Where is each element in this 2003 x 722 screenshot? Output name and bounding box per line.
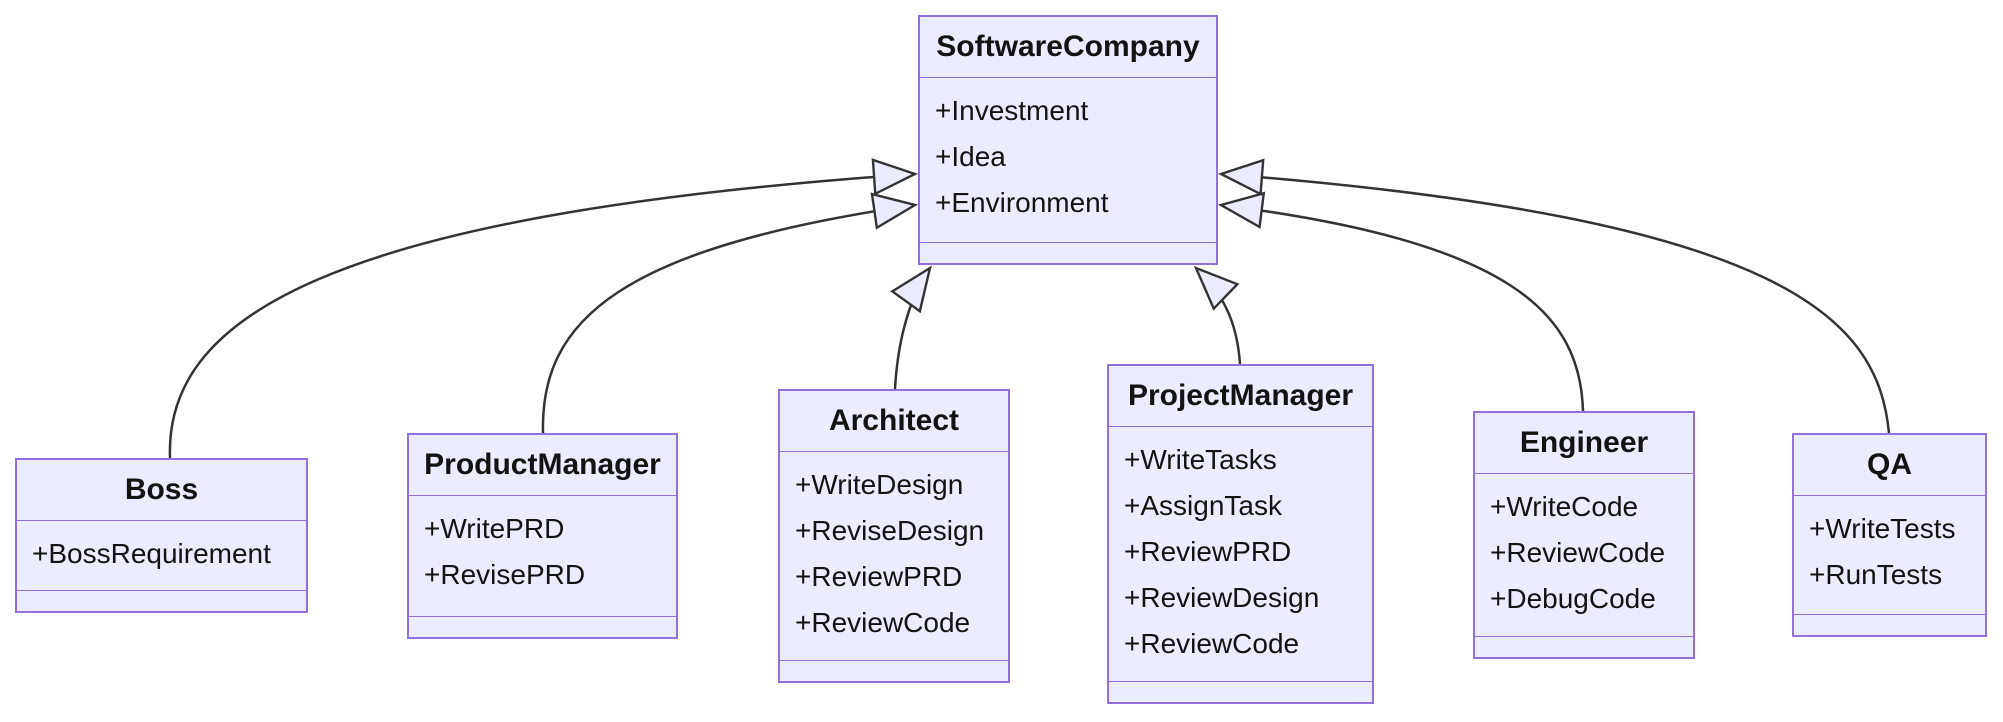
- class-members: +WriteDesign +ReviseDesign +ReviewPRD +Revi…: [780, 452, 1008, 661]
- class-member: +Investment: [935, 95, 1089, 126]
- class-member: +ReviewCode: [795, 607, 971, 638]
- class-member: +DebugCode: [1490, 583, 1656, 614]
- edge-qa-to-softwarecompany: [1221, 174, 1891, 434]
- class-member: +RunTests: [1809, 559, 1943, 590]
- class-box-softwarecompany: SoftwareCompany +Investment +Idea +Environ…: [918, 15, 1218, 265]
- class-box-projectmanager: ProjectManager +WriteTasks +AssignTask +Re…: [1107, 364, 1374, 704]
- class-members: +WriteCode +ReviewCode +DebugCode: [1475, 474, 1693, 637]
- class-box-productmanager: ProductManager +WritePRD +RevisePRD: [407, 433, 678, 639]
- class-member: +WriteCode: [1490, 491, 1639, 522]
- class-box-qa: QA +WriteTests +RunTests: [1792, 433, 1987, 637]
- class-members: +WritePRD +RevisePRD: [409, 496, 676, 617]
- class-member: +Environment: [935, 187, 1109, 218]
- class-title: ProjectManager: [1109, 366, 1372, 427]
- class-title: Engineer: [1475, 413, 1693, 474]
- class-member: +RevisePRD: [424, 559, 586, 590]
- class-member: +ReviewCode: [1490, 537, 1666, 568]
- class-member: +ReviewDesign: [1124, 582, 1320, 613]
- class-member: +WriteDesign: [795, 469, 964, 500]
- class-box-boss: Boss +BossRequirement: [15, 458, 308, 613]
- edge-projectmanager-to-softwarecompany: [1196, 268, 1242, 365]
- class-members: +WriteTasks +AssignTask +ReviewPRD +ReviewD…: [1109, 427, 1372, 682]
- edge-architect-to-softwarecompany: [895, 268, 930, 390]
- class-methods-empty: [920, 243, 1216, 263]
- class-title: ProductManager: [409, 435, 676, 496]
- class-methods-empty: [1109, 682, 1372, 702]
- edge-engineer-to-softwarecompany: [1221, 205, 1585, 412]
- class-box-architect: Architect +WriteDesign +ReviseDesign +Revi…: [778, 389, 1010, 683]
- class-member: +ReviewPRD: [795, 561, 963, 592]
- class-member: +WritePRD: [424, 513, 565, 544]
- class-methods-empty: [1794, 615, 1985, 635]
- class-member: +WriteTests: [1809, 513, 1956, 544]
- class-methods-empty: [17, 591, 306, 611]
- class-box-engineer: Engineer +WriteCode +ReviewCode +DebugCode: [1473, 411, 1695, 659]
- edge-boss-to-softwarecompany: [168, 174, 915, 459]
- class-methods-empty: [1475, 637, 1693, 657]
- class-member: +WriteTasks: [1124, 444, 1277, 475]
- class-member: +ReviewCode: [1124, 628, 1300, 659]
- class-member: +BossRequirement: [32, 538, 271, 569]
- class-member: +Idea: [935, 141, 1006, 172]
- class-member: +AssignTask: [1124, 490, 1282, 521]
- class-members: +Investment +Idea +Environment: [920, 78, 1216, 243]
- class-title: QA: [1794, 435, 1985, 496]
- edge-productmanager-to-softwarecompany: [541, 205, 915, 434]
- class-title: Boss: [17, 460, 306, 521]
- class-title: SoftwareCompany: [920, 17, 1216, 78]
- class-title: Architect: [780, 391, 1008, 452]
- class-methods-empty: [780, 661, 1008, 681]
- class-members: +BossRequirement: [17, 521, 306, 591]
- class-member: +ReviewPRD: [1124, 536, 1292, 567]
- class-member: +ReviseDesign: [795, 515, 985, 546]
- class-methods-empty: [409, 617, 676, 637]
- class-members: +WriteTests +RunTests: [1794, 496, 1985, 615]
